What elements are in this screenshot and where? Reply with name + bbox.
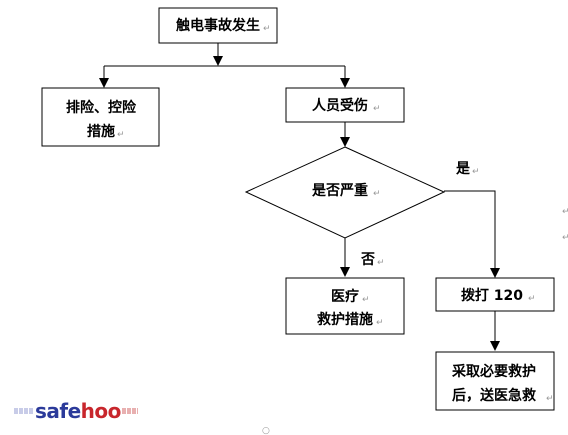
node-injury: 人员受伤 ↵ [285, 87, 405, 123]
watermark-text-a: safe [35, 399, 81, 423]
svg-text:↵: ↵ [562, 233, 568, 243]
node-treatment-line2: 救护措施 [317, 311, 373, 328]
site-watermark: safe hoo [14, 400, 139, 422]
svg-text:↵: ↵ [362, 295, 370, 305]
svg-text:↵: ↵ [546, 394, 554, 404]
node-call-label: 拨打 120 [461, 287, 523, 304]
svg-text:↵: ↵ [373, 104, 381, 114]
watermark-dots-left [14, 408, 34, 414]
svg-text:↵: ↵ [117, 130, 125, 140]
edge-label-yes: 是 [456, 161, 471, 177]
node-start-label: 触电事故发生 [175, 17, 260, 34]
node-clear: 排险、控险 措施 ↵ [41, 87, 160, 147]
edge-label-no: 否 [360, 252, 375, 268]
svg-text:↵: ↵ [528, 294, 536, 304]
node-rescue: 采取必要救护 后，送医急救 ↵ [435, 351, 555, 411]
watermark-text-b: hoo [80, 399, 122, 423]
node-rescue-line1: 采取必要救护 [451, 363, 536, 380]
watermark-dots-right [121, 408, 138, 414]
node-treatment: 医疗 救护措施 ↵ ↵ [285, 277, 405, 335]
svg-text:↵: ↵ [373, 189, 381, 199]
svg-text:↵: ↵ [377, 258, 385, 268]
node-decision-label: 是否严重 [312, 182, 368, 199]
node-rescue-line2: 后，送医急救 [452, 387, 537, 404]
node-call: 拨打 120 ↵ [435, 277, 555, 312]
svg-text:↵: ↵ [562, 207, 568, 217]
node-decision: 是否严重 ↵ [244, 146, 446, 239]
svg-text:↵: ↵ [376, 318, 384, 328]
node-injury-label: 人员受伤 [312, 97, 368, 114]
edge-yes [444, 190, 500, 278]
svg-text:○: ○ [262, 426, 270, 435]
svg-text:↵: ↵ [263, 24, 271, 34]
svg-text:↵: ↵ [472, 167, 480, 177]
node-start: 触电事故发生 ↵ [158, 7, 278, 44]
connectors [99, 43, 500, 351]
node-clear-line1: 排险、控险 [66, 99, 137, 116]
node-clear-line2: 措施 [87, 123, 115, 140]
node-treatment-line1: 医疗 [331, 288, 359, 305]
